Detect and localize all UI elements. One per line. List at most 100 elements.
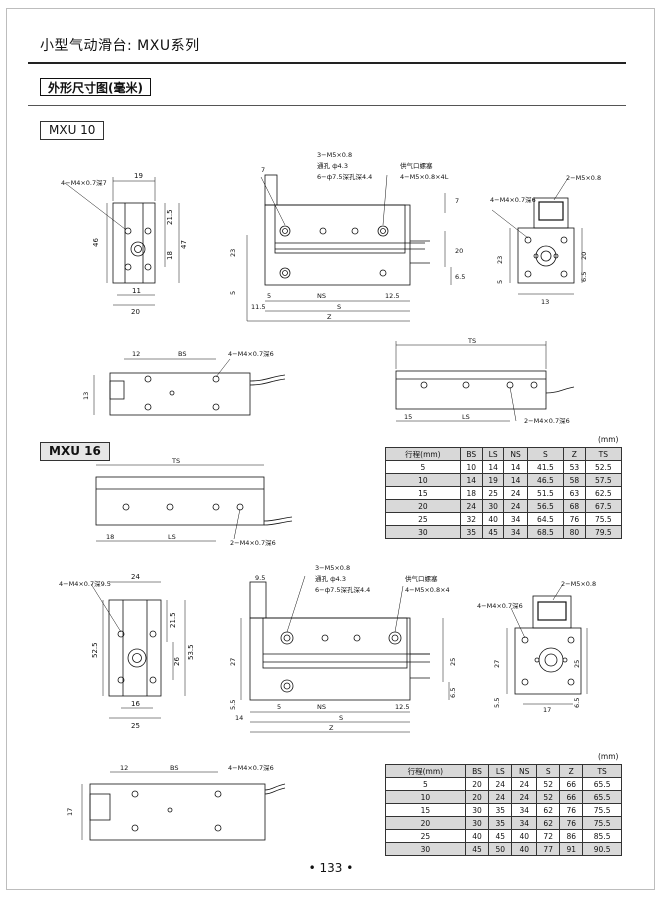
- table-cell: 24: [488, 790, 513, 804]
- table-cell: 45: [488, 829, 513, 843]
- dim-w-bottom: 20: [131, 308, 140, 316]
- table-header-cell: BS: [464, 764, 490, 778]
- dim-left1: 27: [229, 658, 237, 666]
- table-cell: 58: [563, 473, 586, 487]
- mxu10-end-view: 4−M4×0.7深6 2−M5×0.8 23 5 20 6.5 13: [490, 174, 601, 306]
- end-port-label: 2−M5×0.8: [561, 580, 596, 588]
- table-cell: 75.5: [582, 803, 622, 817]
- table-cell: 64.5: [526, 512, 565, 526]
- table-cell: 30: [481, 499, 505, 513]
- dim-right2: 6.5: [449, 688, 457, 698]
- dim-right1: 25: [449, 658, 457, 666]
- table-cell: 65.5: [582, 790, 622, 804]
- top-tap-label: 4−M4×0.7深6: [228, 349, 274, 358]
- table-header-cell: NS: [503, 447, 528, 461]
- end-dim-left1: 23: [496, 256, 504, 264]
- end-dim-right2: 6.5: [580, 272, 588, 282]
- table-cell: 24: [511, 777, 538, 791]
- table-cell: 40: [464, 829, 490, 843]
- hole3-label: 6−ф7.5深孔深4.4: [317, 172, 372, 181]
- table-header-cell: 行程(mm): [385, 764, 466, 778]
- top-dim-h: 13: [82, 392, 90, 400]
- table-header-cell: LS: [488, 764, 513, 778]
- bottom-dim-ls: LS: [168, 533, 176, 541]
- table-cell: 20: [464, 790, 490, 804]
- dim-z: Z: [327, 313, 332, 321]
- end-dim-bottom: 13: [541, 298, 549, 306]
- table-cell: 62: [536, 803, 561, 817]
- table-cell: 52: [536, 790, 561, 804]
- dim-5: 5: [277, 703, 281, 711]
- mxu16-end-view: 4−M4×0.7深6 2−M5×0.8 27 5.5 25 6.5 17: [477, 580, 596, 714]
- port-title: 供气口螺塞: [405, 574, 438, 583]
- top-dim-12: 12: [132, 350, 140, 358]
- tap-label: 4−M4×0.7深7: [61, 178, 107, 187]
- table-header-cell: 行程(mm): [385, 447, 461, 461]
- table-cell: 76: [559, 816, 584, 830]
- port-label: 4−M5×0.8×4: [405, 586, 450, 594]
- mxu10-table-unit: (mm): [598, 435, 619, 444]
- table-cell: 35: [459, 525, 483, 539]
- series-label-mxu16: MXU 16: [40, 442, 110, 461]
- mxu16-bottom-view: TS 18 LS 2−M4×0.7深6: [95, 457, 293, 547]
- bottom-tap-label: 2−M4×0.7深6: [524, 416, 570, 425]
- table-cell: 68.5: [526, 525, 565, 539]
- dim-h-c: 53.5: [187, 644, 195, 660]
- dim-12-5: 12.5: [385, 292, 399, 300]
- table-cell: 14: [503, 473, 528, 487]
- table-cell: 34: [503, 512, 528, 526]
- table-cell: 30: [385, 842, 466, 856]
- hole3-label: 6−ф7.5深孔深4.4: [315, 585, 370, 594]
- table-header-cell: BS: [459, 447, 483, 461]
- dim-s: S: [339, 714, 343, 722]
- table-cell: 52.5: [584, 460, 623, 474]
- dim-right2: 20: [455, 247, 463, 255]
- dim-11-5: 11.5: [251, 303, 265, 311]
- table-cell: 85.5: [582, 829, 622, 843]
- table-cell: 34: [503, 525, 528, 539]
- table-cell: 24: [503, 486, 528, 500]
- mxu16-front-view: 24 4−M4×0.7深9.5 52.5 21.5 26 53.5 16 25: [59, 573, 195, 730]
- table-cell: 30: [385, 525, 461, 539]
- table-cell: 24: [503, 499, 528, 513]
- table-cell: 10: [385, 473, 461, 487]
- table-cell: 14: [459, 473, 483, 487]
- dim-w-mid: 11: [132, 287, 141, 295]
- table-cell: 35: [488, 803, 513, 817]
- table-cell: 91: [559, 842, 584, 856]
- end-dim-left1: 27: [493, 660, 501, 668]
- dim-right1: 7: [455, 197, 459, 205]
- mxu10-bottom-view: TS 15 LS 2−M4×0.7深6: [395, 337, 575, 425]
- dim-left1: 23: [229, 249, 237, 257]
- table-cell: 56.5: [526, 499, 565, 513]
- table-cell: 76: [563, 512, 586, 526]
- table-cell: 53: [563, 460, 586, 474]
- table-cell: 15: [385, 486, 461, 500]
- dim-top-w: 9.5: [255, 574, 265, 582]
- table-cell: 51.5: [526, 486, 565, 500]
- dim-h-a: 21.5: [166, 209, 174, 225]
- end-dim-left2: 5: [496, 280, 504, 284]
- table-header-cell: Z: [559, 764, 584, 778]
- dim-top-w: 7: [261, 166, 265, 174]
- table-cell: 45: [481, 525, 505, 539]
- table-header-cell: TS: [584, 447, 623, 461]
- hole2-label: 通孔 ф4.3: [317, 161, 348, 170]
- table-header-cell: Z: [563, 447, 586, 461]
- table-cell: 18: [459, 486, 483, 500]
- page-frame: [6, 8, 655, 890]
- table-cell: 57.5: [584, 473, 623, 487]
- dim-ns: NS: [317, 292, 326, 300]
- table-cell: 75.5: [582, 816, 622, 830]
- table-cell: 25: [481, 486, 505, 500]
- table-cell: 62: [536, 816, 561, 830]
- table-cell: 25: [385, 829, 466, 843]
